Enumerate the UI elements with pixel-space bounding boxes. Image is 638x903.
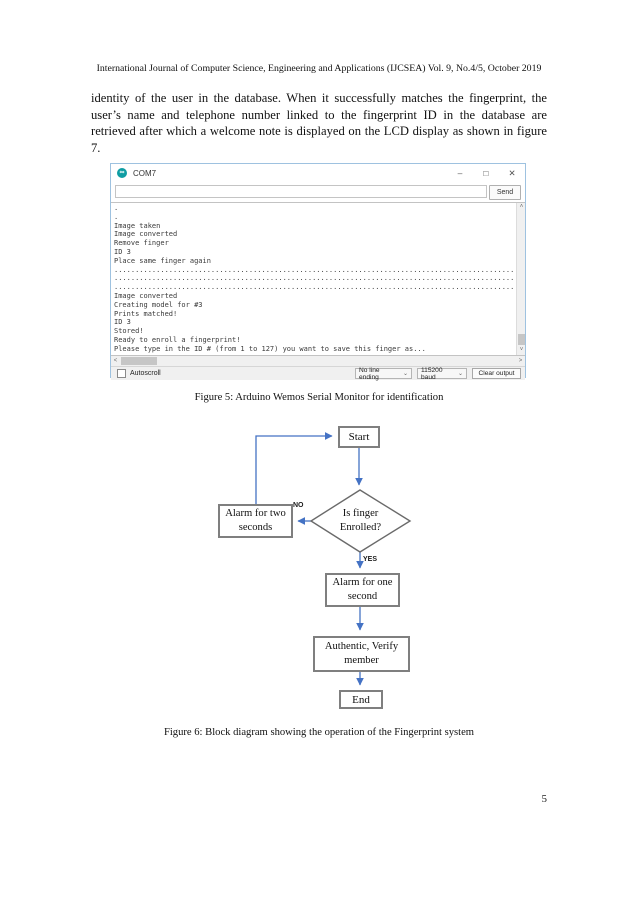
flow-authentic-box: Authentic, Verify member	[313, 636, 410, 672]
window-titlebar: ∞ COM7 – □ ✕	[111, 164, 525, 182]
horizontal-scroll-thumb[interactable]	[121, 357, 157, 365]
scroll-down-icon[interactable]: ˅	[519, 347, 524, 353]
flow-end-box: End	[339, 690, 383, 709]
vertical-scroll-thumb[interactable]	[518, 334, 525, 345]
flow-yes-label: YES	[363, 556, 378, 563]
output-line: Ready to enroll a fingerprint!	[114, 335, 241, 344]
autoscroll-label: Autoscroll	[130, 370, 161, 377]
serial-output-text: . . Image taken Image converted Remove f…	[111, 203, 516, 355]
autoscroll-option[interactable]: Autoscroll	[117, 369, 161, 378]
baud-rate-value: 115200 baud	[421, 366, 443, 381]
window-controls: – □ ✕	[447, 164, 525, 182]
output-line: Image taken	[114, 221, 161, 230]
output-line: Stored!	[114, 327, 144, 336]
output-line: ........................................…	[114, 283, 516, 292]
send-row: Send	[111, 182, 525, 202]
flow-alarm-one-box: Alarm for one second	[325, 573, 400, 607]
maximize-icon[interactable]: □	[483, 168, 489, 178]
figure5-caption: Figure 5: Arduino Wemos Serial Monitor f…	[194, 392, 444, 403]
serial-output-area: . . Image taken Image converted Remove f…	[111, 202, 525, 356]
vertical-scrollbar[interactable]: ˄ ˅	[516, 203, 525, 355]
flow-no-label: NO	[293, 502, 304, 509]
flow-alarm-two-box: Alarm for two seconds	[218, 504, 293, 538]
line-ending-value: No line ending	[359, 366, 380, 381]
horizontal-scrollbar[interactable]: ˂ ˃	[111, 356, 525, 366]
output-line: .	[114, 212, 119, 221]
minimize-icon[interactable]: –	[457, 168, 463, 178]
page-number: 5	[541, 793, 548, 805]
statusbar-controls: No line ending ⌄ 115200 baud ⌄ Clear out…	[355, 366, 521, 381]
arduino-icon: ∞	[117, 168, 127, 178]
output-line: Creating model for #3	[114, 300, 203, 309]
output-line: Prints matched!	[114, 309, 178, 318]
output-line: Please type in the ID # (from 1 to 127) …	[114, 344, 426, 353]
journal-header: International Journal of Computer Scienc…	[96, 63, 542, 74]
output-line: Remove finger	[114, 239, 169, 248]
window-title: COM7	[133, 168, 157, 178]
baud-rate-dropdown[interactable]: 115200 baud ⌄	[417, 366, 467, 381]
line-ending-dropdown[interactable]: No line ending ⌄	[355, 366, 412, 381]
figure6-caption: Figure 6: Block diagram showing the oper…	[163, 727, 475, 738]
output-line: .	[114, 204, 119, 212]
scroll-left-icon[interactable]: ˂	[113, 358, 118, 364]
output-line: Image converted	[114, 230, 178, 239]
output-line: ID 3	[114, 247, 131, 256]
serial-monitor-window: ∞ COM7 – □ ✕ Send . . Image taken Image …	[110, 163, 526, 381]
send-button[interactable]: Send	[489, 185, 521, 200]
chevron-down-icon: ⌄	[402, 371, 408, 377]
flow-decision-label: Is finger Enrolled?	[339, 508, 382, 533]
serial-statusbar: Autoscroll No line ending ⌄ 115200 baud …	[111, 366, 525, 381]
scroll-right-icon[interactable]: ˃	[518, 358, 523, 364]
output-line: ID 3	[114, 318, 131, 327]
output-line: Image converted	[114, 291, 178, 300]
clear-output-button[interactable]: Clear output	[472, 368, 521, 379]
flow-start-box: Start	[338, 426, 380, 448]
serial-input[interactable]	[115, 185, 487, 198]
scroll-up-icon[interactable]: ˄	[519, 204, 524, 210]
autoscroll-checkbox[interactable]	[117, 369, 126, 378]
chevron-down-icon: ⌄	[457, 371, 463, 377]
output-line: Place same finger again	[114, 256, 211, 265]
close-icon[interactable]: ✕	[508, 167, 516, 178]
output-line: ........................................…	[114, 274, 516, 283]
output-line: ........................................…	[114, 265, 516, 274]
body-paragraph: identity of the user in the database. Wh…	[91, 91, 547, 155]
